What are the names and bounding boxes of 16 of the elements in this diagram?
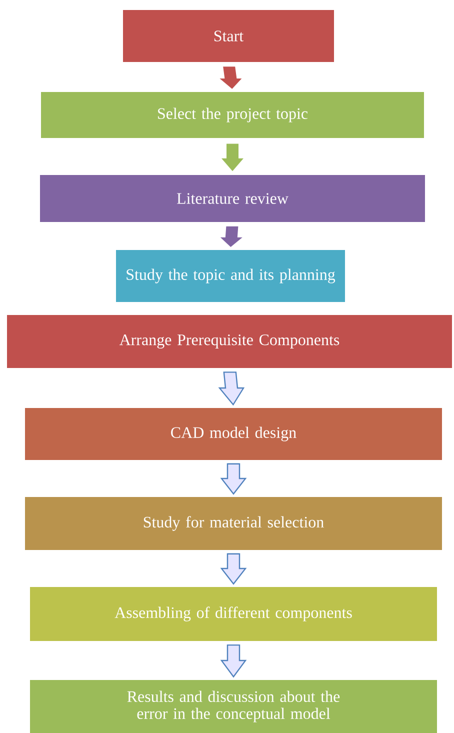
arrow (220, 66, 242, 89)
process-box: CAD model design (25, 408, 442, 460)
process-box: Select the project topic (41, 92, 424, 138)
process-box: Arrange Prerequisite Components (7, 315, 452, 368)
process-box: Literature review (40, 175, 425, 222)
process-box: Assembling of different components (30, 587, 437, 641)
process-box: Study the topic and its planning (116, 250, 345, 302)
arrow (220, 553, 247, 585)
process-box: Results and discussion about the error in the conceptual model (30, 680, 437, 733)
arrow (218, 372, 245, 406)
arrow (220, 644, 247, 678)
arrow (220, 226, 242, 248)
process-box: Start (123, 10, 334, 62)
arrow (222, 144, 244, 172)
arrow (220, 463, 247, 495)
process-box: Study for material selection (25, 497, 442, 550)
